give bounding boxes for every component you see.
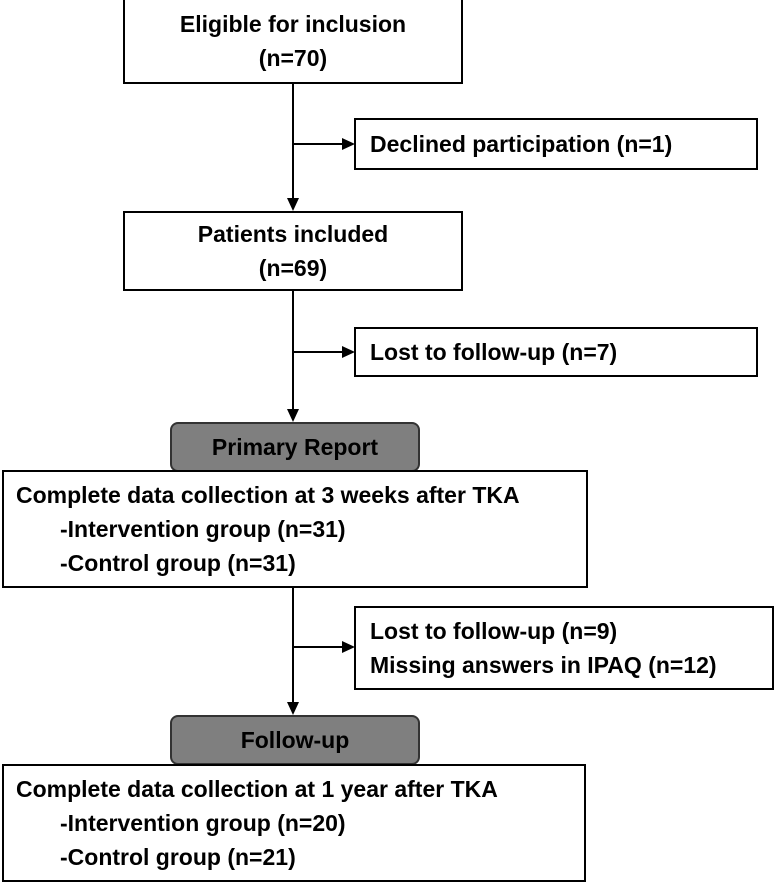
- eligible-count: (n=70): [258, 45, 328, 71]
- included-box: Patients included (n=69): [123, 211, 463, 291]
- three-weeks-title: Complete data collection at 3 weeks afte…: [16, 482, 520, 508]
- exclusions-second-box: Lost to follow-up (n=9) Missing answers …: [354, 606, 774, 690]
- included-title: Patients included: [197, 221, 389, 247]
- arrowhead-included: [287, 198, 299, 211]
- arrowhead-primary: [287, 409, 299, 422]
- primary-report-stage: Primary Report: [170, 422, 420, 472]
- eligible-box: Eligible for inclusion (n=70): [123, 0, 463, 84]
- three-weeks-intervention: -Intervention group (n=31): [60, 516, 346, 542]
- three-weeks-box: Complete data collection at 3 weeks afte…: [2, 470, 588, 588]
- one-year-intervention: -Intervention group (n=20): [60, 810, 346, 836]
- declined-text: Declined participation (n=1): [370, 131, 673, 157]
- lost-first-box: Lost to follow-up (n=7): [354, 327, 758, 377]
- eligible-title: Eligible for inclusion: [179, 11, 407, 37]
- follow-up-label: Follow-up: [240, 726, 350, 753]
- arrowhead-exclusions-second: [342, 641, 355, 653]
- one-year-title: Complete data collection at 1 year after…: [16, 776, 498, 802]
- arrowhead-declined: [342, 138, 355, 150]
- arrowhead-followup: [287, 702, 299, 715]
- one-year-control: -Control group (n=21): [60, 844, 296, 870]
- declined-box: Declined participation (n=1): [354, 118, 758, 170]
- lost-first-text: Lost to follow-up (n=7): [370, 339, 618, 365]
- one-year-box: Complete data collection at 1 year after…: [2, 764, 586, 882]
- included-count: (n=69): [258, 255, 328, 281]
- follow-up-stage: Follow-up: [170, 715, 420, 765]
- arrowhead-lost-first: [342, 346, 355, 358]
- three-weeks-control: -Control group (n=31): [60, 550, 296, 576]
- exclusions-second-missing: Missing answers in IPAQ (n=12): [370, 652, 717, 678]
- exclusions-second-lost: Lost to follow-up (n=9): [370, 618, 618, 644]
- primary-report-label: Primary Report: [211, 433, 379, 460]
